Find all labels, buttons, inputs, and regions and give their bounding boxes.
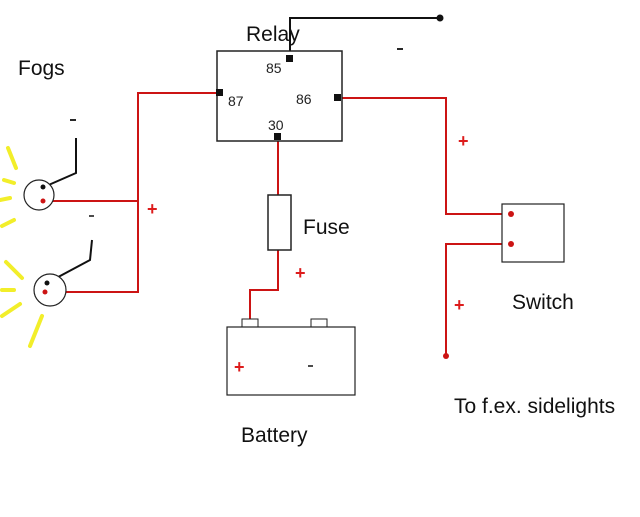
wire-86-to-switch	[338, 97, 510, 215]
relay-label: Relay	[246, 23, 300, 46]
fog-bus-plus-sign: +	[147, 199, 158, 219]
switch	[501, 203, 565, 263]
fog-lamp-lower-body	[33, 273, 67, 307]
fuse-label: Fuse	[303, 216, 350, 239]
sidelights-connection-point	[443, 353, 449, 359]
fuse-body	[267, 194, 292, 251]
positive-wires	[42, 92, 510, 356]
ground-point	[436, 14, 444, 22]
relay-pin-87-label: 87	[228, 93, 244, 109]
battery-terminal-positive	[241, 318, 259, 328]
sidelights-plus-sign: +	[454, 295, 465, 315]
fog-lamp-upper-body	[23, 179, 55, 211]
wire-upper-fog-ground	[43, 138, 77, 188]
switch-terminal-out	[508, 241, 514, 247]
battery-terminal-negative	[310, 318, 328, 328]
wire-fuse-to-battery	[249, 250, 279, 322]
fog-lamp-lower-ground-terminal	[44, 280, 50, 286]
fog-lamp-upper-positive-terminal	[40, 198, 46, 204]
switch-feed-plus-sign: +	[458, 131, 469, 151]
relay-pin-30-label: 30	[268, 117, 284, 133]
fog-lamp-upper-ground-terminal	[40, 184, 46, 190]
battery-label: Battery	[241, 424, 308, 447]
switch-label: Switch	[512, 291, 574, 314]
battery-plus-sign: +	[234, 357, 245, 377]
fog-lamp-lower-positive-terminal	[42, 289, 48, 295]
relay-pin-85-label: 85	[266, 60, 282, 76]
battery-body	[226, 326, 356, 396]
wire-switch-to-sidelights	[445, 243, 510, 356]
ground-wires	[43, 17, 440, 284]
relay-terminal-30	[274, 133, 281, 140]
switch-terminal-in	[508, 211, 514, 217]
lamp-glow-rays	[0, 146, 44, 348]
relay-body	[216, 50, 343, 142]
fog-lamp-upper	[23, 179, 55, 211]
fuse-plus-sign: +	[295, 263, 306, 283]
fog-lamp-lower	[33, 273, 67, 307]
relay-terminal-86	[334, 94, 341, 101]
wire-87-to-fogs	[45, 92, 220, 293]
fogs-label: Fogs	[18, 57, 65, 80]
relay-terminal-85	[286, 55, 293, 62]
wire-lower-fog-ground	[46, 239, 93, 284]
battery: +	[226, 318, 356, 396]
relay: 85 87 86 30	[216, 50, 343, 142]
relay-pin-86-label: 86	[296, 91, 312, 107]
wire-85-to-ground	[289, 17, 440, 58]
relay-terminal-87	[216, 89, 223, 96]
sidelights-label: To f.ex. sidelights	[454, 395, 615, 418]
